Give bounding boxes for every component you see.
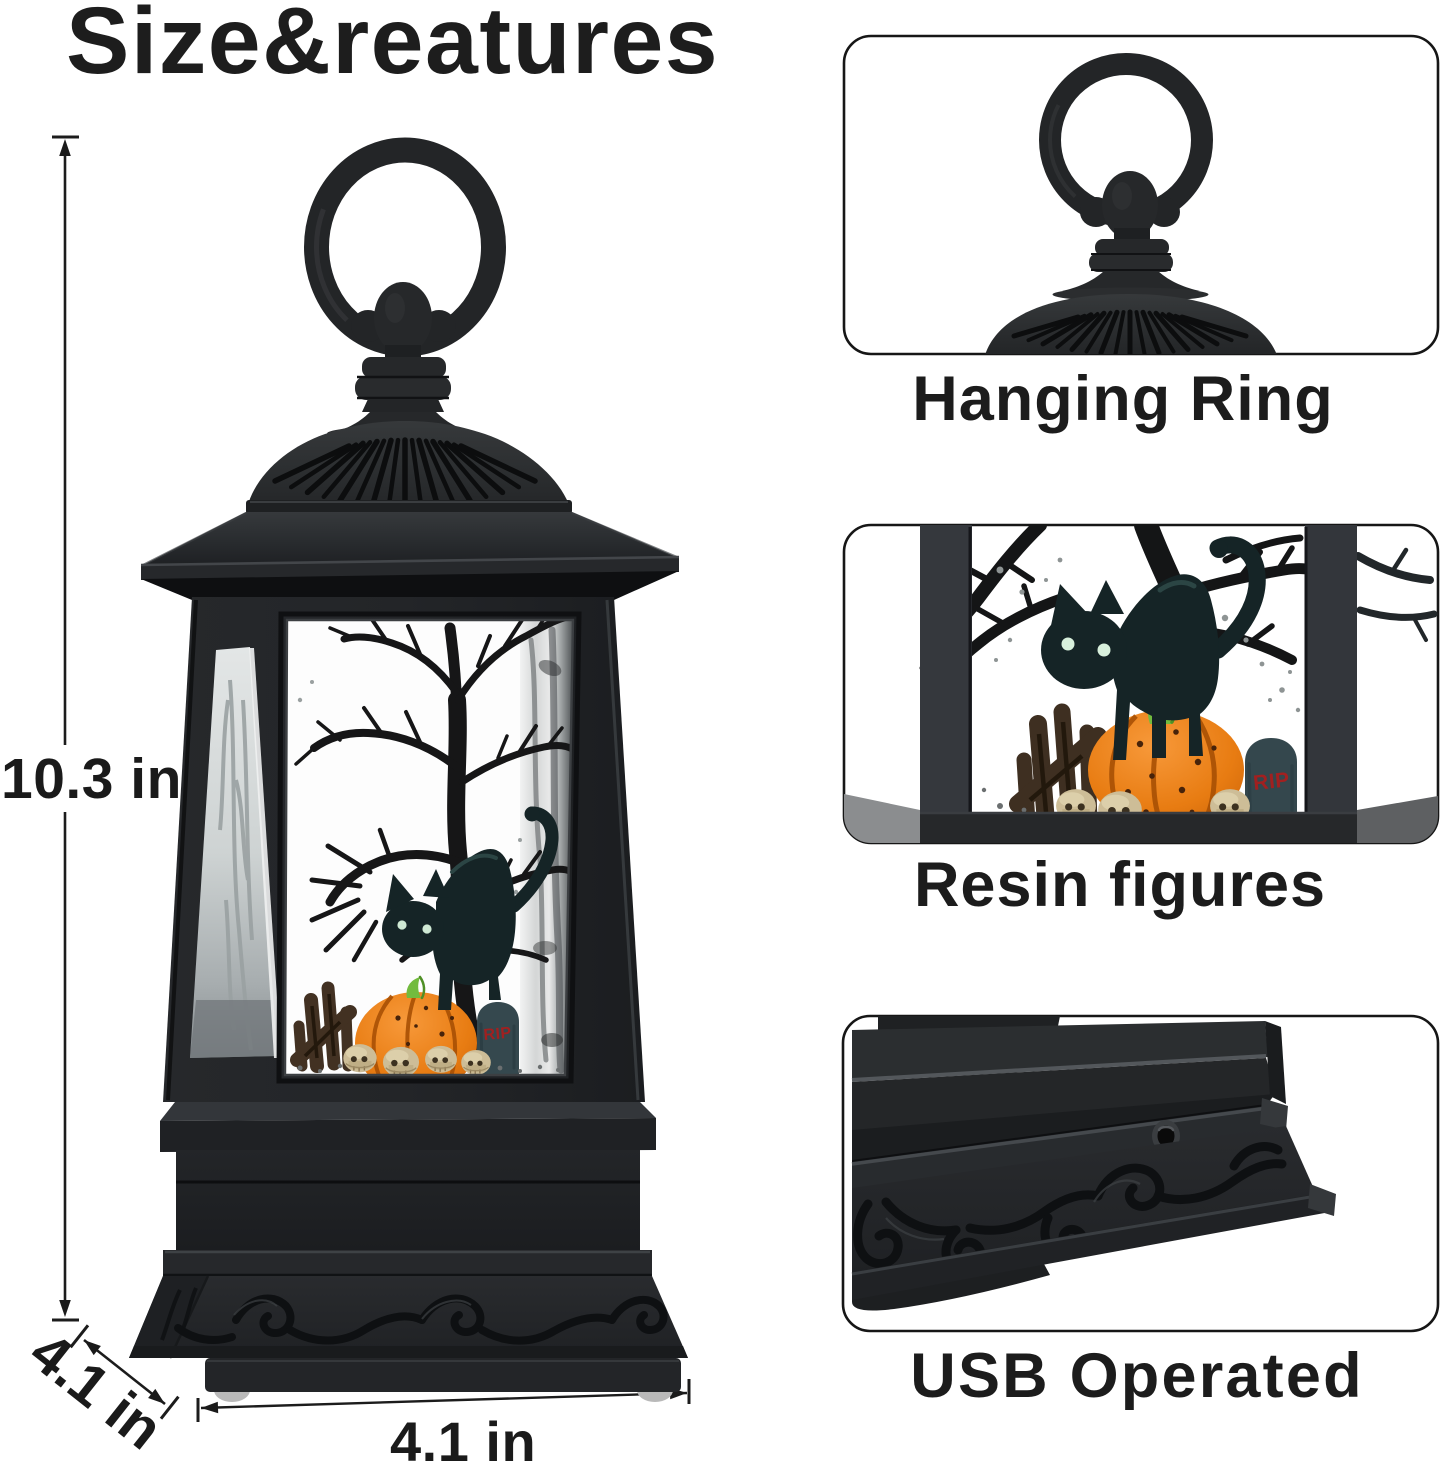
svg-text:USB Operated: USB Operated [910, 1341, 1364, 1411]
svg-text:RIP: RIP [1252, 768, 1291, 795]
svg-text:4.1 in: 4.1 in [390, 1410, 536, 1466]
svg-text:Size&reatures: Size&reatures [66, 0, 719, 94]
svg-text:10.3 in: 10.3 in [1, 747, 182, 811]
svg-text:Resin figures: Resin figures [914, 850, 1326, 920]
svg-text:RIP: RIP [483, 1025, 513, 1044]
svg-text:Hanging Ring: Hanging Ring [912, 364, 1333, 434]
